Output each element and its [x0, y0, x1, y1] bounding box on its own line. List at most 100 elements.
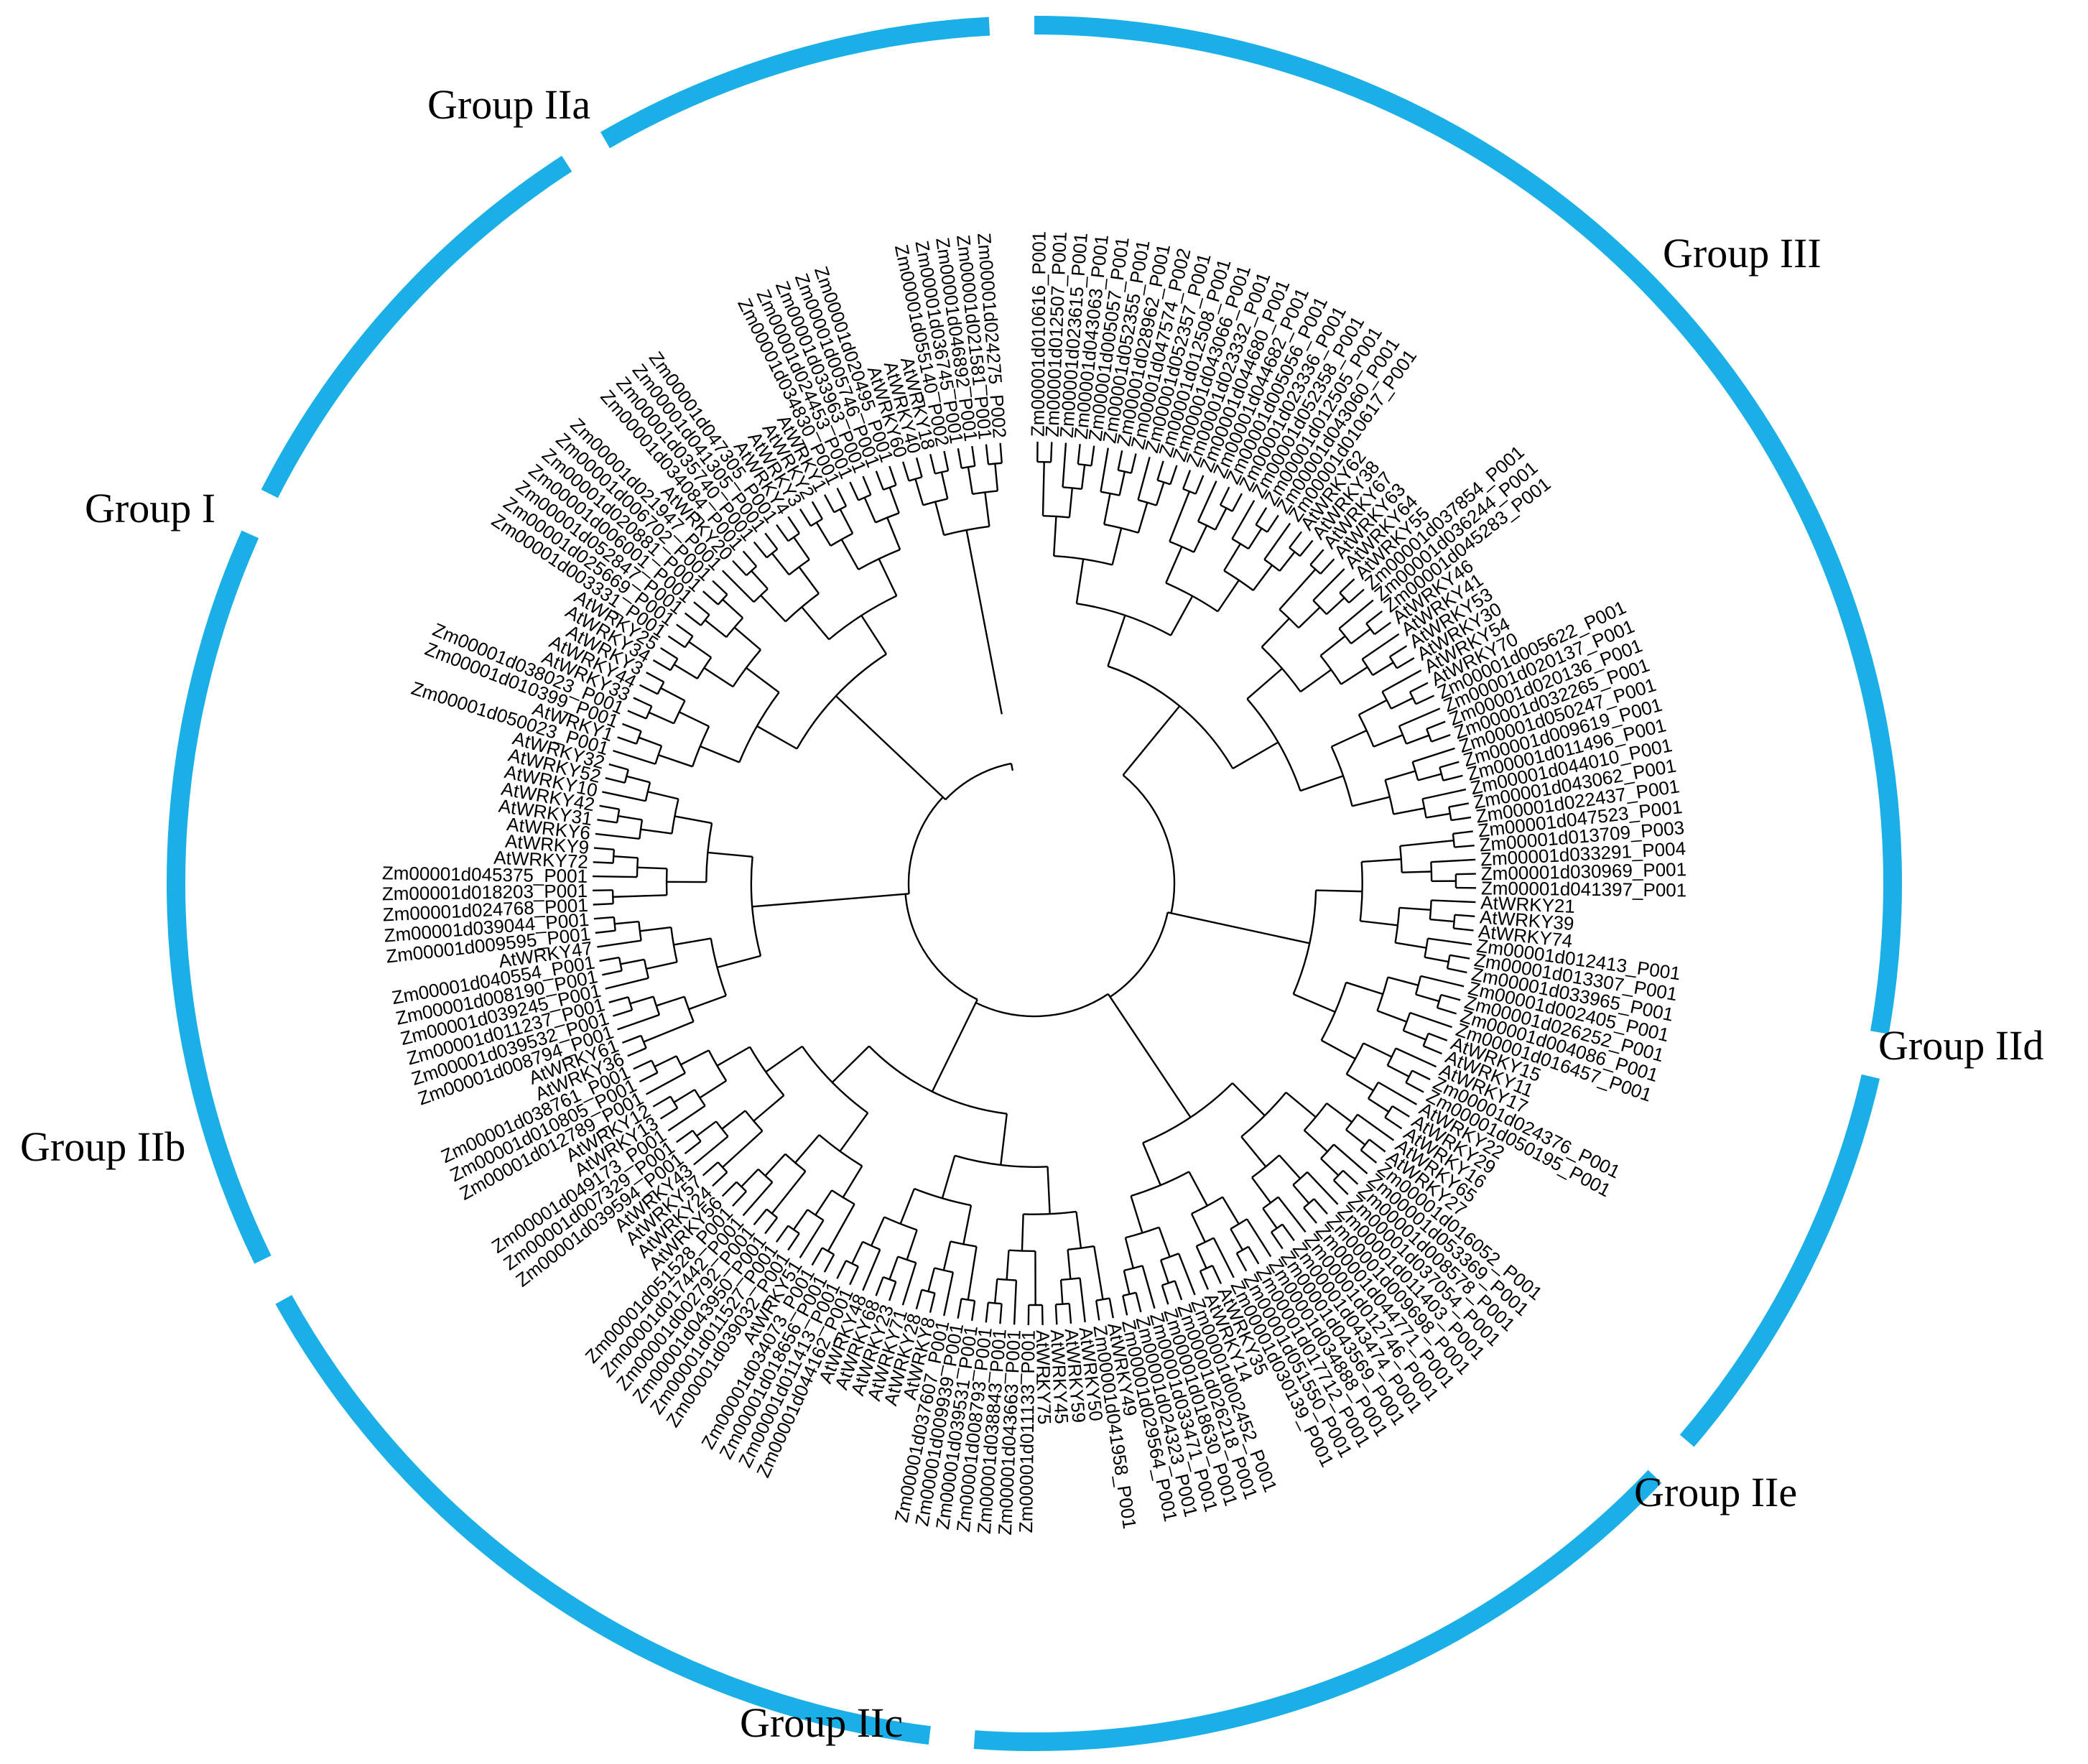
branch-radial: [1130, 1195, 1143, 1233]
branch-radial: [1378, 1081, 1418, 1105]
branch-radial: [1255, 507, 1268, 526]
branch-radial: [1158, 1227, 1171, 1258]
branch-arc: [988, 462, 1002, 465]
branch-radial: [862, 1249, 881, 1291]
branch-radial: [1133, 705, 1181, 762]
branch-radial: [823, 494, 835, 513]
branch-arc: [1123, 1265, 1143, 1272]
branch-radial: [1281, 1223, 1295, 1241]
branch-radial: [760, 595, 787, 623]
branch-radial: [1246, 1218, 1272, 1258]
branch-radial: [618, 814, 643, 821]
group-band: [973, 1470, 1662, 1751]
branch-radial: [1391, 1105, 1410, 1118]
tree-branches: [593, 442, 1476, 1325]
branch-radial: [1129, 1026, 1192, 1118]
branch-arc: [1339, 592, 1350, 604]
branch-arc: [945, 762, 1012, 801]
branch-radial: [1381, 669, 1422, 693]
branch-radial: [1137, 502, 1149, 534]
branch-radial: [1309, 549, 1324, 566]
branch-radial: [914, 478, 924, 506]
branch-arc: [717, 593, 728, 605]
leaf-label: Zm00001d045375_P001: [382, 862, 588, 887]
branch-radial: [1292, 1184, 1310, 1204]
branch-radial: [1384, 1116, 1403, 1130]
branch-radial: [1142, 1142, 1161, 1186]
branch-radial: [595, 832, 640, 840]
branch-radial: [1303, 1207, 1317, 1224]
branch-radial: [620, 958, 645, 965]
branch-radial: [849, 481, 860, 501]
branch-radial: [1100, 447, 1109, 492]
branch-radial: [1167, 911, 1175, 915]
branch-arc: [787, 532, 800, 542]
branch-radial: [962, 1204, 973, 1245]
branch-radial: [1391, 697, 1414, 710]
branch-radial: [985, 444, 990, 465]
branch-radial: [1387, 1064, 1410, 1078]
branch-radial: [875, 470, 884, 491]
branch-radial: [878, 558, 898, 597]
branch-arc: [684, 636, 694, 648]
branch-arc: [1122, 774, 1176, 914]
branch-radial: [984, 492, 990, 527]
branch-radial: [811, 1247, 823, 1266]
leaf-label: Zm00001d030969_P001: [1481, 858, 1687, 884]
branch-arc: [801, 1046, 868, 1114]
branch-arc: [934, 470, 949, 475]
branch-arc: [651, 1060, 659, 1074]
branch-arc: [694, 1089, 706, 1107]
branch-radial: [1326, 597, 1345, 616]
branch-arc: [1169, 540, 1194, 553]
branch-radial: [929, 454, 936, 474]
branch-arc: [875, 512, 900, 524]
branch-radial: [1300, 775, 1344, 792]
branch-radial: [652, 1095, 672, 1108]
branch-radial: [1277, 1196, 1307, 1233]
branch-radial: [721, 1181, 738, 1197]
branch-radial: [1235, 1253, 1248, 1272]
branch-radial: [1197, 481, 1217, 522]
branch-radial: [1108, 1298, 1114, 1319]
branch-arc: [1197, 520, 1216, 531]
branch-radial: [1405, 1082, 1424, 1093]
branch-arc: [907, 797, 944, 894]
group-label-iib: Group IIb: [20, 1123, 185, 1170]
branch-radial: [1130, 453, 1137, 474]
branch-radial: [1122, 761, 1136, 776]
branch-radial: [675, 1130, 694, 1143]
branch-radial: [835, 695, 912, 769]
branch-radial: [827, 1203, 855, 1252]
branch-radial: [771, 552, 790, 575]
branch-radial: [1107, 993, 1131, 1028]
branch-arc: [1303, 1102, 1328, 1131]
branch-radial: [771, 1170, 807, 1215]
branch-radial: [1263, 522, 1291, 560]
branch-radial: [1331, 729, 1368, 748]
branch-radial: [764, 1217, 779, 1235]
branch-radial: [842, 1165, 863, 1198]
branch-radial: [1190, 1213, 1206, 1243]
branch-radial: [1426, 720, 1446, 730]
branch-radial: [1431, 734, 1451, 743]
branch-radial: [1424, 956, 1449, 963]
branch-radial: [1409, 682, 1429, 693]
branch-radial: [704, 619, 728, 639]
branch-radial: [1393, 807, 1425, 815]
branch-arc: [627, 996, 634, 1011]
branch-radial: [994, 463, 999, 491]
branch-radial: [943, 450, 950, 471]
branch-radial: [1357, 1113, 1395, 1141]
branch-arc: [1360, 1138, 1370, 1151]
branch-radial: [1442, 774, 1463, 781]
branch-arc: [972, 490, 998, 495]
branch-radial: [1279, 1154, 1301, 1179]
branch-radial: [1289, 531, 1302, 549]
branch-radial: [1293, 993, 1336, 1013]
branch-arc: [623, 769, 629, 784]
branch-radial: [1348, 588, 1365, 604]
branch-radial: [1093, 1245, 1104, 1300]
branch-arc: [717, 1161, 728, 1173]
